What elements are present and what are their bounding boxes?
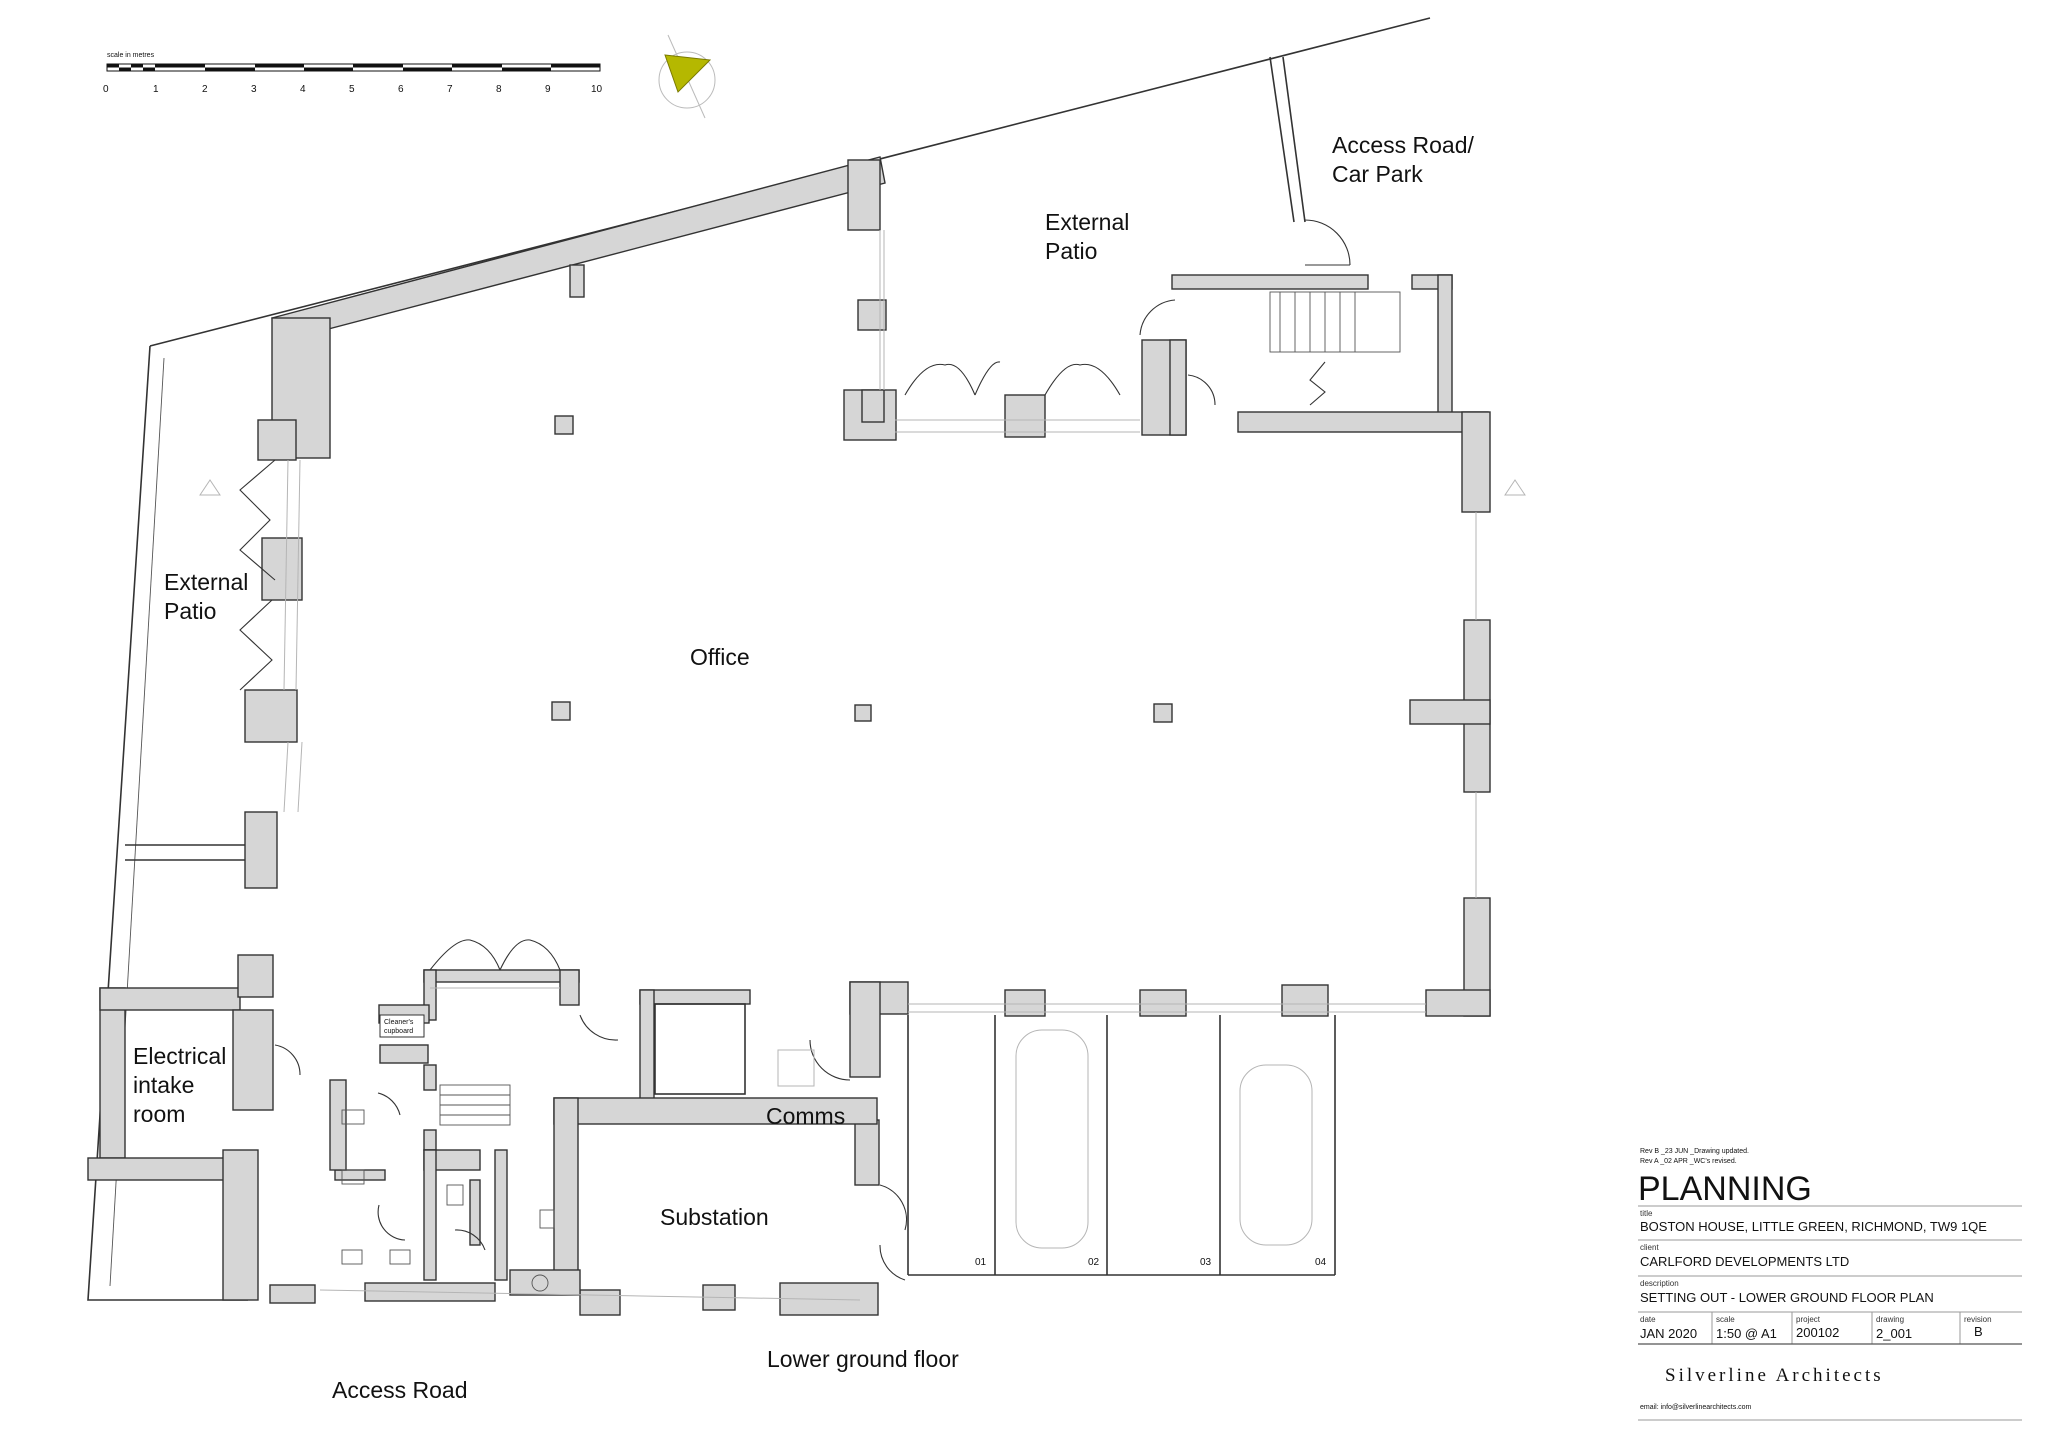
- room-label-comms: Comms: [766, 1103, 845, 1129]
- room-label-access-road-car-park: Access Road/: [1332, 132, 1475, 158]
- building-walls: [237, 156, 1491, 1316]
- room-label-external-patio-north: External: [1045, 209, 1129, 235]
- room-label-office: Office: [690, 644, 750, 670]
- drawing-caption: drawing: [1876, 1315, 1904, 1324]
- stairs: [439, 291, 1401, 1126]
- room-label-external-patio-west: External: [164, 569, 248, 595]
- parking-area: 01 02 03 04: [907, 1015, 1336, 1276]
- revision-a-note: Rev A _02 APR _WC's revised.: [1640, 1158, 1737, 1165]
- scale-tick: 10: [591, 84, 603, 95]
- scale-tick: 2: [202, 84, 208, 95]
- revision-caption: revision: [1964, 1315, 1992, 1324]
- parking-bay-number: 01: [975, 1257, 987, 1268]
- scale-tick: 8: [496, 84, 502, 95]
- parking-bay-number: 03: [1200, 1257, 1212, 1268]
- columns: [551, 415, 1173, 723]
- room-label-electrical-intake: room: [133, 1101, 185, 1127]
- scale-tick: 5: [349, 84, 355, 95]
- room-label-electrical-intake: Electrical: [133, 1043, 226, 1069]
- glazing: [283, 230, 1477, 1301]
- cleaners-cupboard-label: cupboard: [384, 1028, 413, 1035]
- scale-tick: 3: [251, 84, 257, 95]
- client-name: CARLFORD DEVELOPMENTS LTD: [1640, 1254, 1849, 1269]
- section-markers: [199, 479, 1526, 496]
- drawing-number: 2_001: [1876, 1326, 1912, 1341]
- scale-caption: scale in metres: [107, 52, 155, 59]
- wc-fixtures: [341, 1109, 555, 1292]
- project-caption: project: [1796, 1315, 1821, 1324]
- cleaners-cupboard-label: Cleaner's: [384, 1019, 414, 1026]
- drawing-date: JAN 2020: [1640, 1326, 1697, 1341]
- scale-tick: 1: [153, 84, 159, 95]
- architect-brand: Silverline Architects: [1665, 1365, 1884, 1386]
- title-block: Rev B _23 JUN _Drawing updated. Rev A _0…: [1638, 1148, 2022, 1421]
- room-labels: Office External Patio External Patio Acc…: [133, 132, 1475, 1403]
- scale-bar: scale in metres 0 1 2 3 4 5 6 7 8 9 10: [103, 52, 603, 95]
- drawing-scale: 1:50 @ A1: [1716, 1326, 1777, 1341]
- scale-tick: 0: [103, 84, 109, 95]
- north-arrow-icon: [658, 34, 716, 119]
- swing-doors: [274, 219, 1351, 1281]
- folding-doors: [239, 361, 1121, 971]
- title-caption: title: [1640, 1209, 1653, 1218]
- parking-bay-number: 02: [1088, 1257, 1100, 1268]
- west-patio-walls: [87, 844, 274, 1301]
- parking-bay-number: 04: [1315, 1257, 1327, 1268]
- room-label-external-patio-north: Patio: [1045, 238, 1097, 264]
- revision-b-note: Rev B _23 JUN _Drawing updated.: [1640, 1148, 1749, 1155]
- scale-tick: 6: [398, 84, 404, 95]
- room-label-access-road-car-park: Car Park: [1332, 161, 1423, 187]
- room-label-access-road: Access Road: [332, 1377, 468, 1403]
- comms-room: [654, 1003, 815, 1095]
- scale-caption-tb: scale: [1716, 1315, 1735, 1324]
- description-caption: description: [1640, 1279, 1679, 1288]
- revision-letter: B: [1974, 1324, 1983, 1339]
- drawing-title: BOSTON HOUSE, LITTLE GREEN, RICHMOND, TW…: [1640, 1219, 1987, 1234]
- date-caption: date: [1640, 1315, 1656, 1324]
- client-caption: client: [1640, 1243, 1659, 1252]
- project-number: 200102: [1796, 1325, 1839, 1340]
- drawing-description: SETTING OUT - LOWER GROUND FLOOR PLAN: [1640, 1290, 1934, 1305]
- room-label-substation: Substation: [660, 1204, 769, 1230]
- scale-tick: 7: [447, 84, 453, 95]
- floor-label: Lower ground floor: [767, 1346, 959, 1372]
- scale-tick: 4: [300, 84, 306, 95]
- architect-email: email: info@silverlinearchitects.com: [1640, 1404, 1752, 1411]
- room-label-external-patio-west: Patio: [164, 598, 216, 624]
- scale-tick: 9: [545, 84, 551, 95]
- room-label-electrical-intake: intake: [133, 1072, 194, 1098]
- drawing-status: PLANNING: [1638, 1170, 1812, 1208]
